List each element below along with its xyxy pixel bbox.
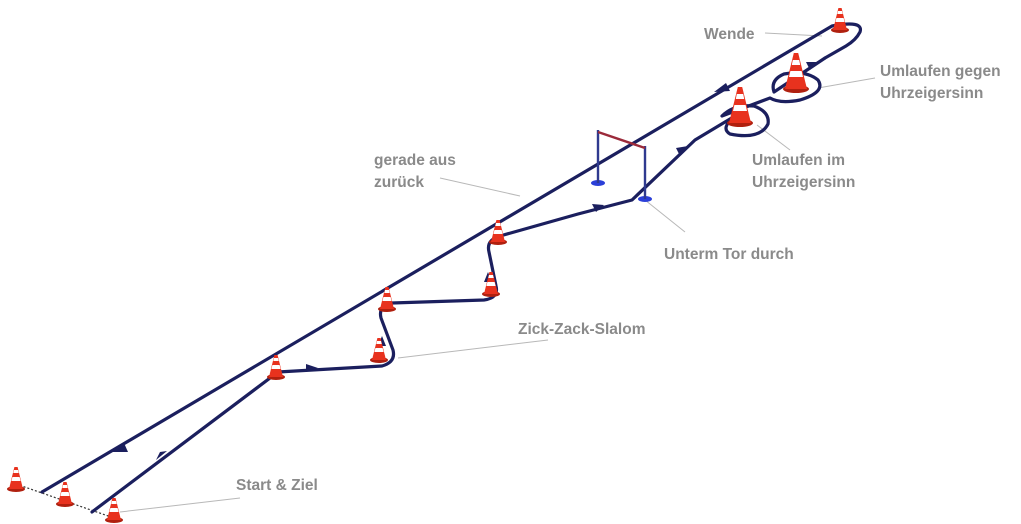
label-umlaufen-im-line1: Umlaufen im [752, 152, 845, 169]
arrow-return-bottom [112, 443, 128, 452]
label-start: Start & Ziel [236, 477, 318, 494]
leader-umlaufen-im [756, 124, 791, 151]
label-umlaufen-im-line2: Uhrzeigersinn [752, 174, 855, 191]
cone-start-left [7, 467, 25, 492]
leader-gerade [439, 177, 521, 197]
arrow-out-top [806, 62, 818, 70]
cone-start-mid [56, 482, 74, 507]
cone-slalom-5 [489, 220, 507, 245]
leader-tor [644, 199, 686, 233]
start-finish-line [15, 483, 115, 519]
cone-turn [831, 8, 849, 33]
cone-slalom-2 [370, 338, 388, 363]
label-wende: Wende [704, 26, 755, 43]
arrow-out-slalom [306, 364, 318, 372]
gate [591, 130, 652, 202]
arrow-return-top [714, 83, 730, 92]
label-tor: Unterm Tor durch [664, 246, 794, 263]
outgoing-track [90, 56, 827, 514]
label-gerade-line1: gerade aus [374, 152, 456, 169]
label-slalom: Zick-Zack-Slalom [518, 321, 646, 338]
leader-start [119, 497, 241, 513]
arrow-out-gate [592, 204, 604, 212]
arrow-out-bottom [156, 451, 167, 460]
label-umlaufen-gegen-line2: Uhrzeigersinn [880, 85, 983, 102]
leader-umlaufen-gegen [817, 77, 876, 89]
arrow-out-climb [676, 146, 688, 156]
leader-slalom [397, 339, 549, 359]
leader-wende [764, 32, 823, 37]
label-umlaufen-gegen-line1: Umlaufen gegen [880, 63, 1001, 80]
label-gerade-line2: zurück [374, 174, 424, 191]
